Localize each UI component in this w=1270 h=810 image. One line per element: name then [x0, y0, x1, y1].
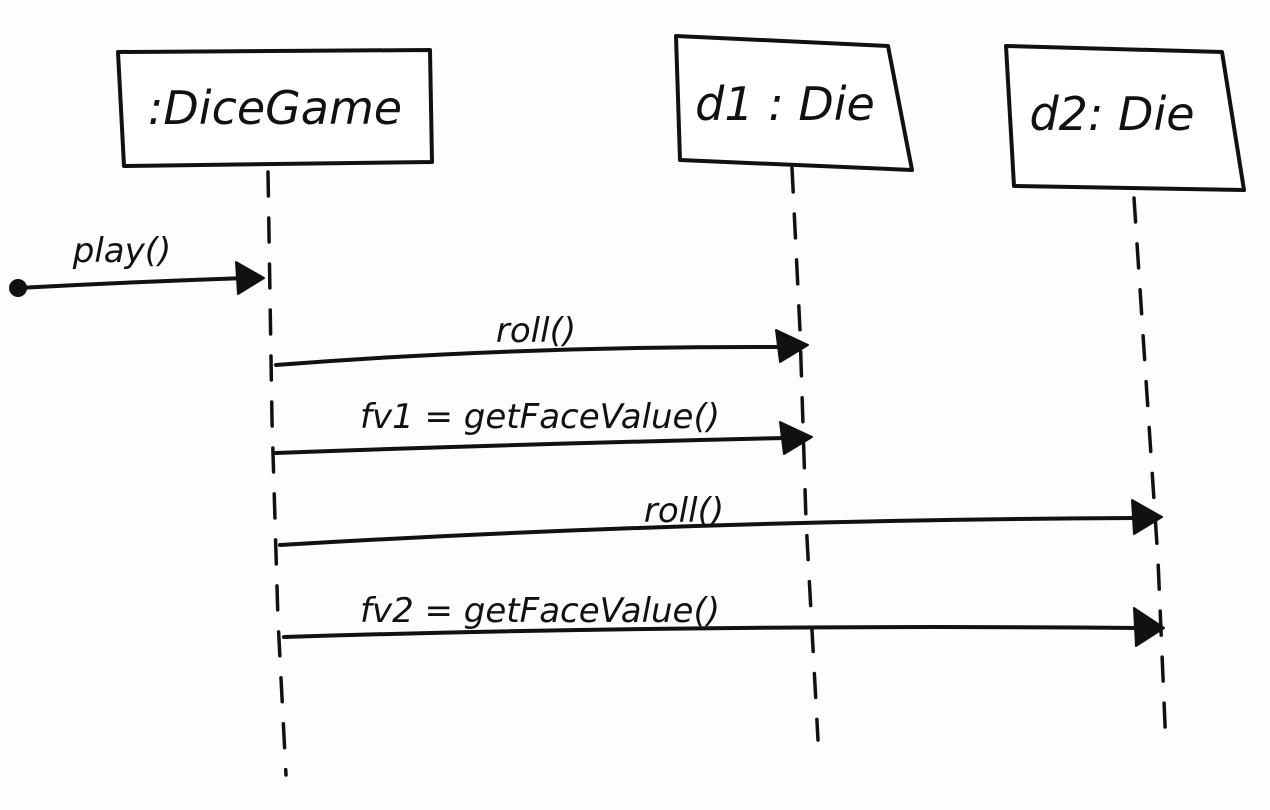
message-roll-d1-line — [274, 344, 784, 367]
object-d2-box — [1004, 44, 1246, 192]
object-d1-label: d1 : Die — [695, 77, 875, 131]
message-roll-d1: roll() — [274, 311, 809, 367]
message-play-label: play() — [72, 231, 172, 271]
object-dicegame: :DiceGame — [116, 48, 434, 168]
object-d2: d2: Die — [1004, 44, 1246, 192]
lifeline-d1 — [790, 166, 820, 742]
lifeline-dicegame — [266, 170, 288, 777]
message-fv2-label: fv2 = getFaceValue() — [360, 591, 720, 631]
message-roll-d1-label: roll() — [496, 311, 576, 351]
message-fv1: fv1 = getFaceValue() — [274, 397, 813, 455]
object-d1: d1 : Die — [674, 34, 914, 172]
lifeline-d2 — [1132, 196, 1168, 750]
object-dicegame-label: :DiceGame — [148, 81, 402, 135]
message-fv1-line — [274, 436, 788, 455]
message-roll-d1-arrowhead — [775, 329, 809, 363]
message-fv1-arrowhead — [779, 421, 813, 455]
message-fv1-label: fv1 = getFaceValue() — [360, 397, 720, 437]
object-dicegame-box — [116, 48, 434, 168]
message-play: play() — [9, 231, 265, 297]
message-fv2-arrowhead — [1133, 607, 1165, 647]
message-roll-d2-arrowhead — [1131, 499, 1163, 535]
message-fv2: fv2 = getFaceValue() — [282, 591, 1165, 647]
object-d2-label: d2: Die — [1029, 87, 1194, 141]
message-play-arrowhead — [235, 261, 265, 295]
message-roll-d2-label: roll() — [644, 491, 724, 531]
message-fv2-line — [282, 625, 1142, 639]
message-roll-d2: roll() — [278, 491, 1163, 547]
message-play-line — [16, 276, 248, 290]
object-d1-box — [674, 34, 914, 172]
message-roll-d2-line — [278, 516, 1140, 547]
